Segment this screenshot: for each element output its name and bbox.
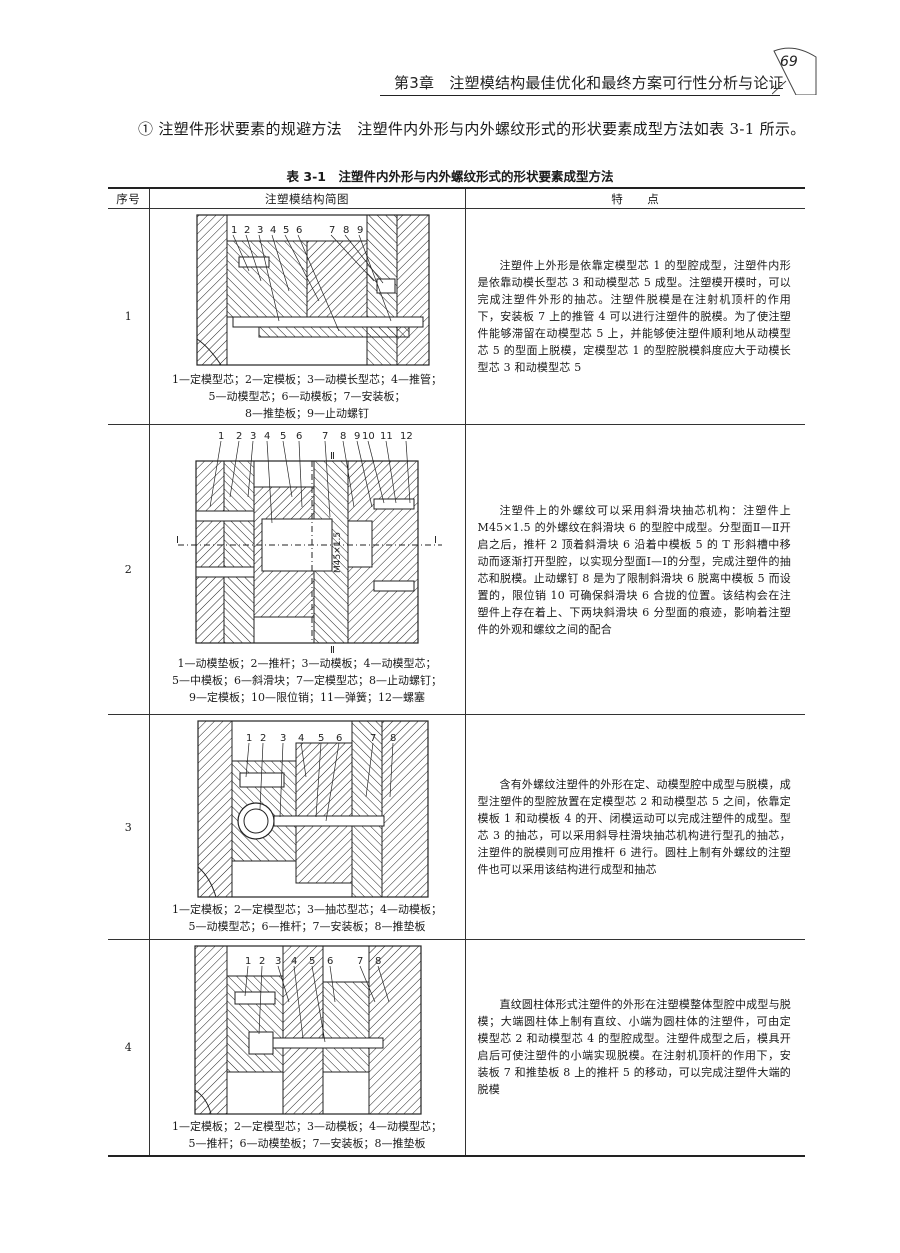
callout-1: 1 — [218, 431, 224, 442]
row-number: 1 — [108, 208, 150, 425]
callout-3: 3 — [275, 956, 281, 967]
table-row: 3 — [108, 714, 805, 940]
callout-4: 4 — [264, 431, 270, 442]
callout-5: 5 — [280, 431, 286, 442]
callout-8: 8 — [340, 431, 346, 442]
callout-2: 2 — [260, 733, 266, 744]
row-number: 2 — [108, 424, 150, 715]
row-description: 注塑件上的外螺纹可以采用斜滑块抽芯机构：注塑件上 M45×1.5 的外螺纹在斜滑… — [464, 424, 805, 715]
section-label-left: Ⅰ — [176, 535, 179, 546]
callout-1: 1 — [246, 733, 252, 744]
callout-8: 8 — [375, 956, 381, 967]
method-table: 序号 注塑模结构简图 特 点 1 — [108, 187, 805, 1157]
diagram-legend: 1—定模板；2—定模型芯；3—动模板；4—动模型芯； 5—推杆；6—动模垫板；7… — [154, 1118, 461, 1152]
header-diagram: 注塑模结构简图 — [148, 187, 466, 209]
callout-2: 2 — [244, 225, 250, 236]
callout-1: 1 — [231, 225, 237, 236]
callout-9: 9 — [357, 225, 363, 236]
callout-6: 6 — [336, 733, 342, 744]
row-number: 4 — [108, 939, 150, 1156]
callout-5: 5 — [309, 956, 315, 967]
callout-11: 11 — [380, 431, 393, 442]
header-features: 特 点 — [464, 187, 805, 209]
legend-line: 5—推杆；6—动模垫板；7—安装板；8—推垫板 — [188, 1137, 426, 1150]
chapter-title: 第3章 注塑模结构最佳优化和最终方案可行性分析与论证 — [394, 74, 784, 92]
callout-8: 8 — [390, 733, 396, 744]
diagram-cell: 1 2 3 4 5 6 7 8 9 10 11 12 Ⅱ Ⅱ Ⅰ — [148, 424, 466, 715]
legend-line: 8—推垫板；9—止动螺钉 — [245, 407, 369, 420]
diagram-cell: 1 2 3 4 5 6 7 8 — [148, 939, 466, 1156]
callout-7: 7 — [322, 431, 328, 442]
callout-3: 3 — [257, 225, 263, 236]
callout-7: 7 — [329, 225, 335, 236]
row-description: 直纹圆柱体形式注塑件的外形在注塑模整体型腔中成型与脱模；大端圆柱体上制有直纹、小… — [464, 939, 805, 1156]
callout-6: 6 — [296, 225, 302, 236]
table-caption: 表 3-1 注塑件内外形与内外螺纹形式的形状要素成型方法 — [286, 169, 614, 184]
mold-diagram-4: 1 2 3 4 5 6 7 8 — [194, 945, 422, 1115]
header-no: 序号 — [108, 187, 150, 209]
diagram-legend: 1—动模垫板；2—推杆；3—动模板；4—动模型芯； 5—中模板；6—斜滑块；7—… — [154, 655, 461, 706]
page-corner-ornament — [772, 47, 817, 95]
legend-line: 5—动模型芯；6—动模板；7—安装板； — [208, 390, 406, 403]
callout-2: 2 — [259, 956, 265, 967]
legend-line: 5—动模型芯；6—推杆；7—安装板；8—推垫板 — [188, 920, 426, 933]
row-description: 含有外螺纹注塑件的外形在定、动模型腔中成型与脱模，成型注塑件的型腔放置在定模型芯… — [464, 714, 805, 940]
callout-6: 6 — [327, 956, 333, 967]
legend-line: 1—定模型芯；2—定模板；3—动模长型芯；4—推管； — [172, 373, 442, 386]
diagram-cell: 1 2 3 4 5 6 7 8 9 — [148, 208, 466, 425]
mold-diagram-1: 1 2 3 4 5 6 7 8 9 — [196, 214, 430, 366]
legend-line: 9—定模板；10—限位销；11—弹簧；12—螺塞 — [189, 691, 425, 704]
row-description: 注塑件上外形是依靠定模型芯 1 的型腔成型，注塑件内形是依靠动模长型芯 3 和动… — [464, 208, 805, 425]
callout-3: 3 — [280, 733, 286, 744]
thread-label: M45×1.5 — [333, 532, 343, 573]
legend-line: 5—中模板；6—斜滑块；7—定模型芯；8—止动螺钉； — [172, 674, 442, 687]
callout-8: 8 — [343, 225, 349, 236]
callout-10: 10 — [362, 431, 375, 442]
header-rule — [380, 95, 780, 96]
callout-7: 7 — [370, 733, 376, 744]
legend-line: 1—定模板；2—定模型芯；3—抽芯型芯；4—动模板； — [172, 903, 442, 916]
callout-2: 2 — [236, 431, 242, 442]
running-header: 第3章 注塑模结构最佳优化和最终方案可行性分析与论证 — [380, 68, 810, 96]
section-label-bottom: Ⅱ — [330, 645, 335, 655]
legend-line: 1—定模板；2—定模型芯；3—动模板；4—动模型芯； — [172, 1120, 442, 1133]
callout-7: 7 — [357, 956, 363, 967]
section-label-top: Ⅱ — [330, 451, 335, 462]
callout-3: 3 — [250, 431, 256, 442]
mold-diagram-2: 1 2 3 4 5 6 7 8 9 10 11 12 Ⅱ Ⅱ Ⅰ — [176, 431, 442, 655]
callout-4: 4 — [291, 956, 297, 967]
diagram-cell: 1 2 3 4 5 6 7 8 — [148, 714, 466, 940]
callout-1: 1 — [245, 956, 251, 967]
callout-5: 5 — [283, 225, 289, 236]
mold-diagram-3: 1 2 3 4 5 6 7 8 — [197, 720, 429, 898]
table-header-row: 序号 注塑模结构简图 特 点 — [108, 187, 805, 209]
callout-4: 4 — [298, 733, 304, 744]
callout-4: 4 — [270, 225, 276, 236]
page-number: 69 — [780, 54, 798, 70]
callout-5: 5 — [318, 733, 324, 744]
legend-line: 1—动模垫板；2—推杆；3—动模板；4—动模型芯； — [177, 657, 437, 670]
table-row: 4 1 — [108, 939, 805, 1156]
table-row: 2 — [108, 424, 805, 715]
row-number: 3 — [108, 714, 150, 940]
diagram-legend: 1—定模板；2—定模型芯；3—抽芯型芯；4—动模板； 5—动模型芯；6—推杆；7… — [154, 901, 461, 935]
callout-12: 12 — [400, 431, 413, 442]
callout-6: 6 — [296, 431, 302, 442]
callout-9: 9 — [354, 431, 360, 442]
section-label-right: Ⅰ — [434, 535, 437, 546]
table-row: 1 — [108, 208, 805, 425]
diagram-legend: 1—定模型芯；2—定模板；3—动模长型芯；4—推管； 5—动模型芯；6—动模板；… — [154, 371, 461, 422]
intro-paragraph: ① 注塑件形状要素的规避方法 注塑件内外形与内外螺纹形式的形状要素成型方法如表 … — [138, 120, 806, 138]
